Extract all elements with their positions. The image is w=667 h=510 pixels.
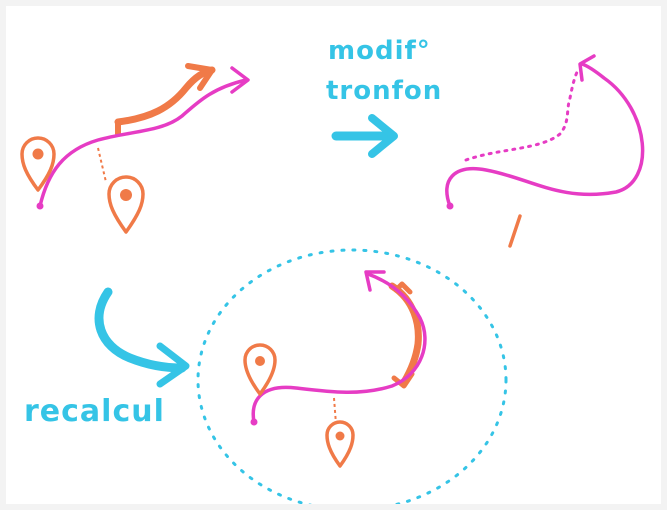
route-line-partial	[445, 62, 645, 208]
route-line-original	[38, 78, 248, 208]
pin-connector-dotted	[333, 397, 337, 425]
route-arrowhead	[230, 66, 250, 94]
route-start-dot	[250, 418, 258, 426]
route-start-dot	[36, 202, 44, 210]
location-pin-icon	[243, 343, 277, 396]
route-arrowhead	[578, 54, 596, 82]
orange-segment-arrowhead	[185, 63, 215, 91]
panel-modified-route	[445, 54, 645, 248]
orange-segment-arrowhead	[391, 281, 415, 389]
arrow-right-icon	[331, 114, 398, 158]
curved-arrow-icon	[94, 287, 190, 388]
route-dotted-gap	[464, 68, 580, 162]
panel-original-route	[20, 63, 250, 234]
route-arrowhead	[364, 270, 386, 292]
dashed-circle	[196, 248, 508, 504]
location-pin-icon	[107, 175, 145, 234]
orange-remnant-stroke	[508, 214, 522, 248]
pin-connector-dotted	[97, 147, 107, 183]
route-start-dot	[446, 202, 454, 210]
label-recalcul: recalcul	[24, 394, 165, 429]
sketch-drawing	[20, 54, 645, 504]
sketch-sheet: modif° tronfon recalcul	[6, 6, 661, 504]
location-pin-icon	[325, 420, 355, 468]
panel-recomputed-route	[196, 248, 508, 504]
orange-segment-stroke	[114, 66, 216, 126]
label-tronfon: tronfon	[326, 76, 443, 106]
location-pin-icon	[20, 136, 56, 192]
route-line-recomputed	[251, 272, 427, 424]
label-modif: modif°	[328, 36, 431, 66]
